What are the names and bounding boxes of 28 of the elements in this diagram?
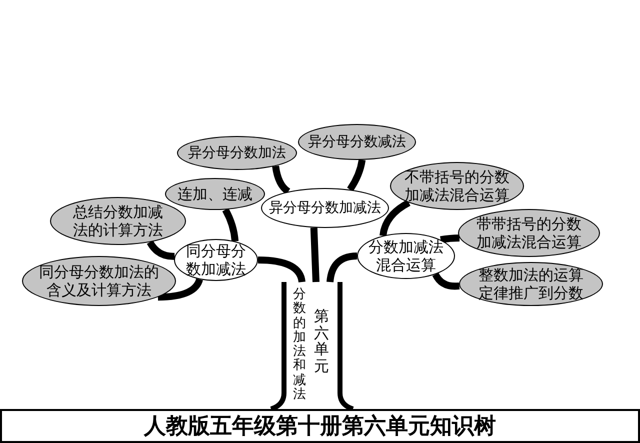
ellipse-node (298, 124, 416, 160)
ellipse-node (177, 136, 297, 170)
node-label: 连加、连减 (178, 185, 252, 203)
branch-line (310, 228, 320, 282)
node-label: 整数加法的运算定律推广到分数 (478, 266, 584, 302)
node-label: 总结分数加减法的计算方法 (73, 203, 163, 239)
ellipse-node (174, 239, 258, 281)
node-label: 异分母分数加法 (188, 144, 286, 162)
branch-line (222, 208, 239, 242)
ellipse-node (165, 178, 265, 210)
node-label: 带带括号的分数加减法混合运算 (476, 215, 582, 251)
ellipse-node (261, 188, 389, 228)
branch-line (380, 200, 410, 236)
node-label: 同分母分数加减法 (186, 242, 246, 278)
branch-line (272, 166, 290, 194)
trunk-label: 第六单元 (314, 308, 329, 374)
node-label: 同分母分数加法的含义及计算方法 (39, 263, 159, 299)
node-label: 不带括号的分数加减法混合运算 (404, 168, 510, 204)
branch-line (440, 234, 460, 244)
title: 人教版五年级第十册第六单元知识树 (144, 415, 496, 437)
branch-line (258, 256, 306, 283)
node-label: 分数加减法混合运算 (368, 238, 444, 274)
branch-line (146, 240, 175, 260)
ellipse-node (22, 256, 176, 306)
node-label: 异分母分数减法 (308, 134, 406, 150)
node-label: 异分母分数加减法 (269, 200, 381, 216)
branch-line (347, 159, 366, 192)
trunk-label: 分数的加法和减法 (293, 288, 306, 402)
